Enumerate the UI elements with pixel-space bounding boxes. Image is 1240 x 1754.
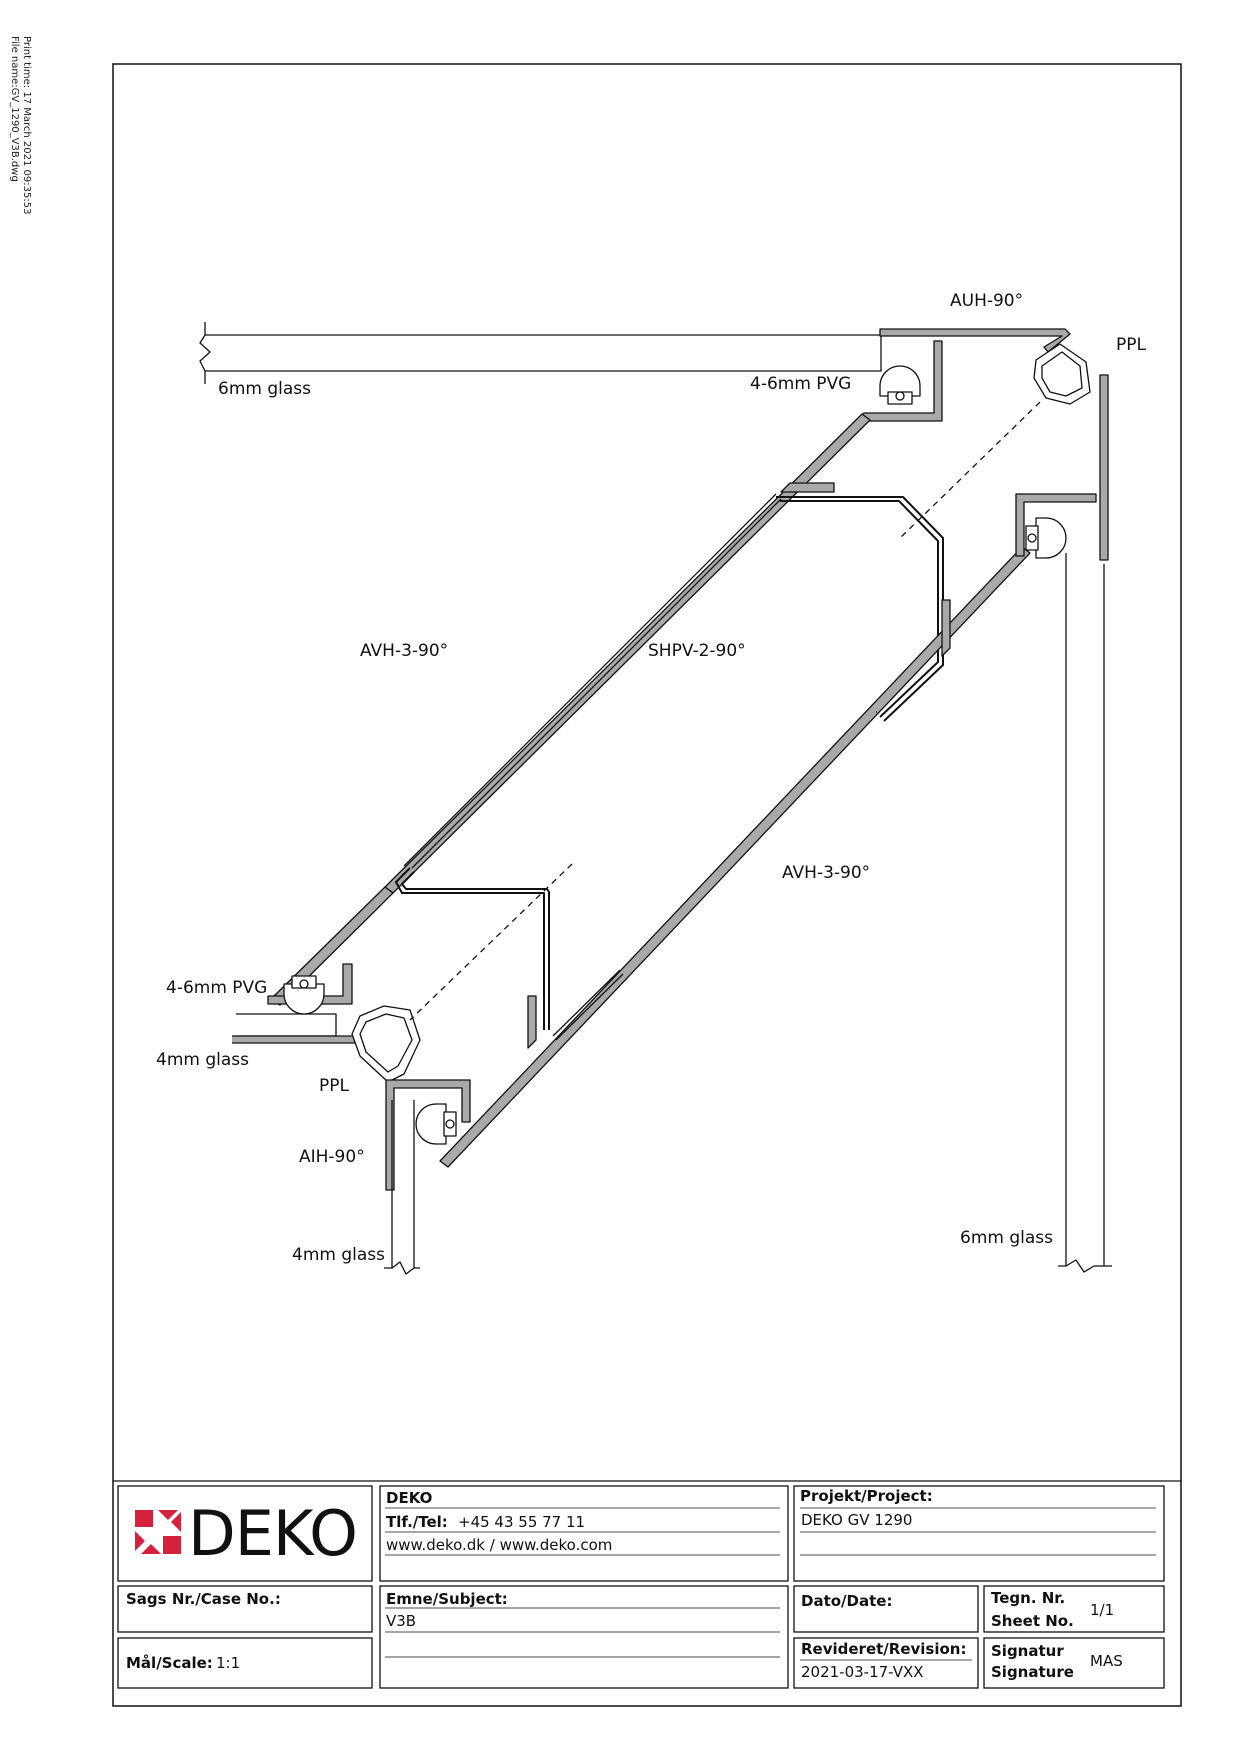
label-avh-left: AVH-3-90° — [360, 641, 448, 661]
sheet-value: 1/1 — [1090, 1601, 1114, 1619]
profile-aih — [385, 1079, 471, 1191]
profile-avh-lower-mid — [552, 711, 877, 1041]
tel-label: Tlf./Tel: — [386, 1513, 448, 1531]
gasket-pvg-bottom — [283, 975, 325, 1015]
profile-right-hook — [1015, 493, 1097, 557]
profile-auh — [879, 328, 1071, 353]
glass-6mm-right — [1058, 553, 1112, 1273]
label-glass-4-bottom: 4mm glass — [292, 1245, 385, 1265]
glass-4mm-left — [232, 1013, 361, 1044]
signature-value: MAS — [1090, 1652, 1123, 1670]
sheet-label-2: Sheet No. — [991, 1612, 1074, 1630]
label-avh-right: AVH-3-90° — [782, 863, 870, 883]
section-drawing — [199, 322, 1112, 1275]
date-label: Dato/Date: — [801, 1592, 892, 1610]
title-block — [113, 1480, 1181, 1689]
subject-value: V3B — [386, 1612, 416, 1630]
label-ppl-top: PPL — [1116, 335, 1147, 355]
scale-value: 1:1 — [216, 1654, 240, 1672]
gasket-ppl-top — [1033, 343, 1091, 405]
label-auh: AUH-90° — [950, 291, 1023, 311]
label-glass-4-left: 4mm glass — [156, 1050, 249, 1070]
tel-value: +45 43 55 77 11 — [458, 1513, 585, 1531]
profile-avh-upper-inner — [403, 493, 782, 869]
deko-logo: DEKO — [135, 1497, 358, 1570]
gasket-ppl-bottom — [351, 1005, 421, 1083]
sheet-label-1: Tegn. Nr. — [991, 1589, 1065, 1607]
deko-logo-mark — [135, 1510, 181, 1554]
centerline-top — [897, 401, 1041, 541]
centerline-bottom — [409, 863, 573, 1021]
profile-avh-lower-stub1 — [941, 599, 951, 657]
company-name: DEKO — [386, 1489, 432, 1507]
profile-avh-upper-tab — [780, 482, 835, 493]
project-value: DEKO GV 1290 — [801, 1511, 912, 1529]
scale-label: Mål/Scale: — [126, 1654, 213, 1672]
label-shpv: SHPV-2-90° — [648, 641, 746, 661]
label-pvg-bottom: 4-6mm PVG — [166, 978, 267, 998]
label-glass-top: 6mm glass — [218, 379, 311, 399]
drawing-labels: AUH-90° PPL 6mm glass 4-6mm PVG AVH-3-90… — [156, 291, 1147, 1265]
revision-value: 2021-03-17-VXX — [801, 1663, 924, 1681]
case-label: Sags Nr./Case No.: — [126, 1590, 281, 1608]
label-ppl-bottom: PPL — [319, 1076, 350, 1096]
project-label: Projekt/Project: — [800, 1487, 933, 1505]
glass-6mm-top — [199, 322, 882, 384]
gasket-aih — [415, 1103, 457, 1145]
gasket-right — [1025, 517, 1067, 559]
website: www.deko.dk / www.deko.com — [386, 1536, 612, 1554]
profile-right-vertical — [1099, 374, 1109, 561]
label-glass-6-right: 6mm glass — [960, 1228, 1053, 1248]
profile-avh-lower — [439, 546, 1031, 1168]
glass-4mm-bottom — [384, 1100, 420, 1275]
title-block-text: DEKO Tlf./Tel: +45 43 55 77 11 www.deko.… — [126, 1487, 1123, 1681]
profile-shpv — [776, 496, 944, 722]
revision-label: Revideret/Revision: — [801, 1640, 966, 1658]
deko-logo-text: DEKO — [188, 1497, 357, 1570]
signature-label-2: Signature — [991, 1663, 1074, 1681]
profile-shpv-lower — [395, 867, 550, 1030]
subject-label: Emne/Subject: — [386, 1590, 508, 1608]
signature-label-1: Signatur — [991, 1642, 1064, 1660]
profile-avh-lower-stub2 — [527, 995, 537, 1049]
label-aih: AIH-90° — [299, 1147, 365, 1167]
drawing-frame — [112, 63, 1182, 1707]
gasket-pvg-top — [879, 365, 921, 405]
label-pvg-top: 4-6mm PVG — [750, 374, 851, 394]
